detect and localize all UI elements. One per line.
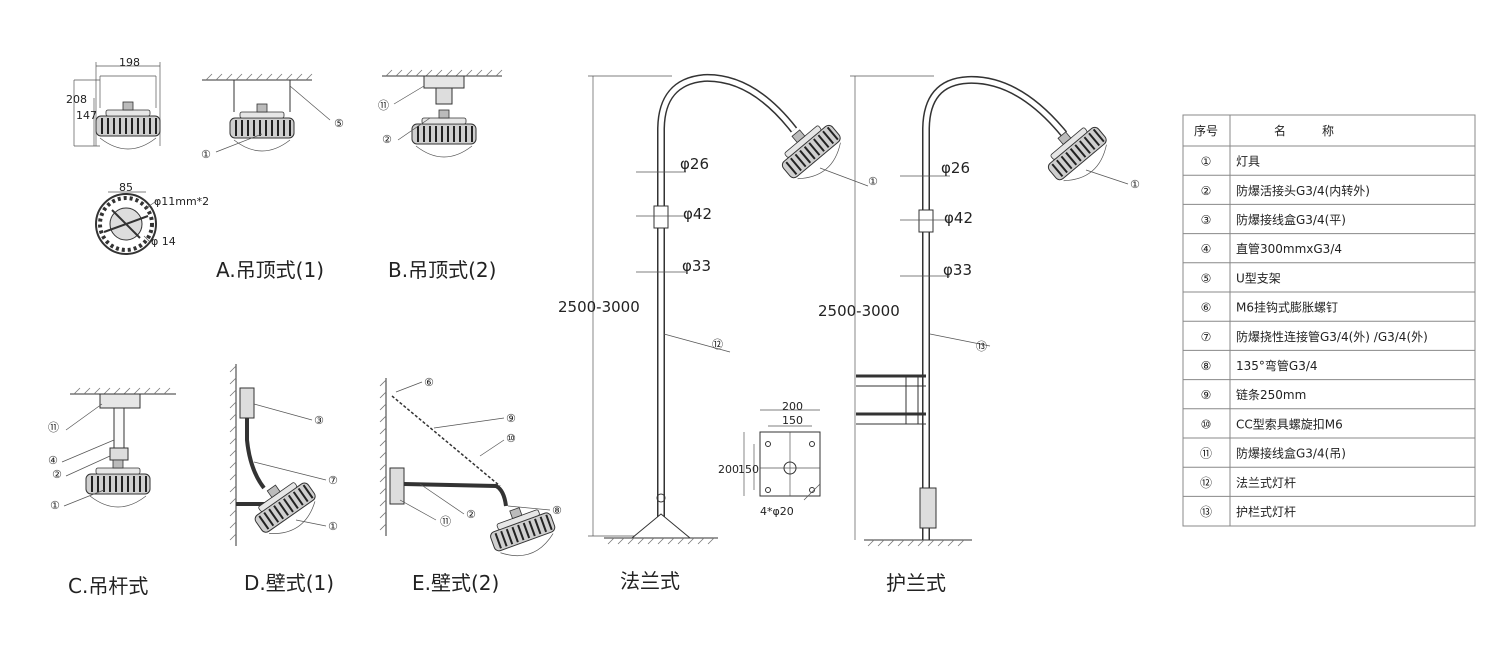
flange-pole-top-dia: φ26: [680, 155, 709, 173]
table-cell-no: ⑧: [1201, 359, 1212, 373]
dim-height-total: 208: [66, 93, 87, 106]
callout-e-8: ⑧: [552, 504, 562, 517]
flange-height-inner: 150: [738, 463, 759, 476]
table-cell-no: ⑪: [1200, 447, 1212, 461]
table-cell-name: CC型索具螺旋扣M6: [1236, 417, 1343, 431]
table-header-no: 序号: [1194, 123, 1218, 138]
table-cell-name: U型支架: [1236, 271, 1281, 285]
callout-e-10: ⑩: [506, 432, 516, 445]
table-cell-no: ⑫: [1200, 476, 1212, 490]
callout-p2-1: ①: [1130, 178, 1140, 191]
callout-e-9: ⑨: [506, 412, 516, 425]
table-cell-name: 135°弯管G3/4: [1236, 358, 1318, 373]
table-cell-no: ⑨: [1201, 388, 1212, 402]
dim-height-body: 147: [76, 109, 97, 122]
view-c-pendant-rod: ⑪ ④ ② ①: [48, 387, 176, 512]
table-cell-no: ⑦: [1201, 330, 1212, 344]
caption-e: E.壁式(2): [412, 571, 499, 595]
dim-hole-diameter: φ 14: [151, 235, 176, 248]
lamp-top-view: 85 φ11mm*2 φ 14: [95, 181, 209, 255]
caption-guardrail: 护兰式: [886, 571, 946, 595]
dim-hole-spec: φ11mm*2: [154, 195, 209, 208]
flange-pole-low-dia: φ33: [682, 257, 711, 275]
table-cell-no: ⑥: [1201, 301, 1212, 315]
table-cell-no: ③: [1201, 213, 1212, 227]
dim-hole-distance: 85: [119, 181, 133, 194]
guard-pole-low-dia: φ33: [943, 261, 972, 279]
callout-d-7: ⑦: [328, 474, 338, 487]
view-flange-pole: 2500-3000 φ26 φ42 φ33 ⑫ ①: [558, 73, 878, 545]
table-cell-name: 防爆活接头G3/4(内转外): [1236, 183, 1370, 198]
view-a-ceiling-1: ⑤ ①: [201, 73, 344, 161]
table-cell-name: 法兰式灯杆: [1236, 476, 1296, 490]
callout-p1-12: ⑫: [712, 338, 723, 351]
table-cell-no: ④: [1201, 242, 1212, 256]
view-guardrail-pole: 2500-3000 φ26 φ42 φ33 ⑬ ①: [818, 75, 1140, 547]
caption-flange: 法兰式: [620, 569, 680, 593]
table-cell-name: 护栏式灯杆: [1236, 504, 1296, 519]
parts-table: 序号 名 称 ① 灯具 ② 防爆活接头G3/4(内转外) ③ 防爆接线盒G3/4(平) ④ 直…: [1182, 114, 1476, 527]
table-cell-no: ①: [1201, 155, 1212, 169]
callout-c-4: ④: [48, 454, 58, 467]
dim-width: 198: [119, 56, 140, 69]
lamp-front-view: 198 208 147: [66, 56, 161, 150]
guard-pole-top-dia: φ26: [941, 159, 970, 177]
guard-pole-height: 2500-3000: [818, 302, 900, 320]
table-cell-name: 防爆挠性连接管G3/4(外) /G3/4(外): [1236, 329, 1428, 344]
callout-e-11: ⑪: [440, 515, 451, 528]
table-cell-no: ⑬: [1200, 505, 1212, 519]
callout-p1-1: ①: [868, 175, 878, 188]
flange-height-outer: 200: [718, 463, 739, 476]
flange-plate-detail: 200 150 200 150 4*φ20: [718, 400, 821, 518]
table-cell-name: 防爆接线盒G3/4(平): [1236, 212, 1346, 227]
table-cell-name: 直管300mmxG3/4: [1236, 241, 1342, 256]
flange-holes: 4*φ20: [760, 505, 794, 518]
caption-a: A.吊顶式(1): [216, 258, 324, 282]
caption-c: C.吊杆式: [68, 574, 148, 598]
flange-pole-height: 2500-3000: [558, 298, 640, 316]
callout-c-2: ②: [52, 468, 62, 481]
view-b-ceiling-2: ⑪ ②: [378, 69, 503, 158]
guard-pole-mid-dia: φ42: [944, 209, 973, 227]
callout-d-3: ③: [314, 414, 324, 427]
table-cell-no: ②: [1201, 184, 1212, 198]
callout-b-11: ⑪: [378, 99, 389, 112]
flange-pole-mid-dia: φ42: [683, 205, 712, 223]
callout-b-2: ②: [382, 133, 392, 146]
table-rows: ① 灯具 ② 防爆活接头G3/4(内转外) ③ 防爆接线盒G3/4(平) ④ 直管300mmx…: [1200, 155, 1428, 519]
table-cell-name: 灯具: [1236, 155, 1260, 169]
table-cell-name: 链条250mm: [1236, 387, 1306, 402]
view-e-wall-2: ⑥ ⑨ ⑩ ⑪ ② ⑧: [379, 376, 562, 566]
table-header-name: 名 称: [1274, 123, 1334, 138]
view-d-wall-1: ③ ⑦ ①: [229, 364, 338, 546]
callout-c-1: ①: [50, 499, 60, 512]
table-cell-name: 防爆接线盒G3/4(吊): [1236, 446, 1346, 461]
caption-b: B.吊顶式(2): [388, 258, 496, 282]
callout-d-1: ①: [328, 520, 338, 533]
callout-a-5: ⑤: [334, 117, 344, 130]
caption-d: D.壁式(1): [244, 571, 334, 595]
table-cell-no: ⑩: [1201, 417, 1212, 431]
callout-p2-13: ⑬: [976, 340, 987, 353]
callout-a-1: ①: [201, 148, 211, 161]
callout-c-11: ⑪: [48, 421, 59, 434]
flange-width-inner: 150: [782, 414, 803, 427]
flange-width-outer: 200: [782, 400, 803, 413]
table-cell-no: ⑤: [1201, 271, 1212, 285]
table-cell-name: M6挂钩式膨胀螺钉: [1236, 301, 1338, 315]
callout-e-6: ⑥: [424, 376, 434, 389]
callout-e-2: ②: [466, 508, 476, 521]
